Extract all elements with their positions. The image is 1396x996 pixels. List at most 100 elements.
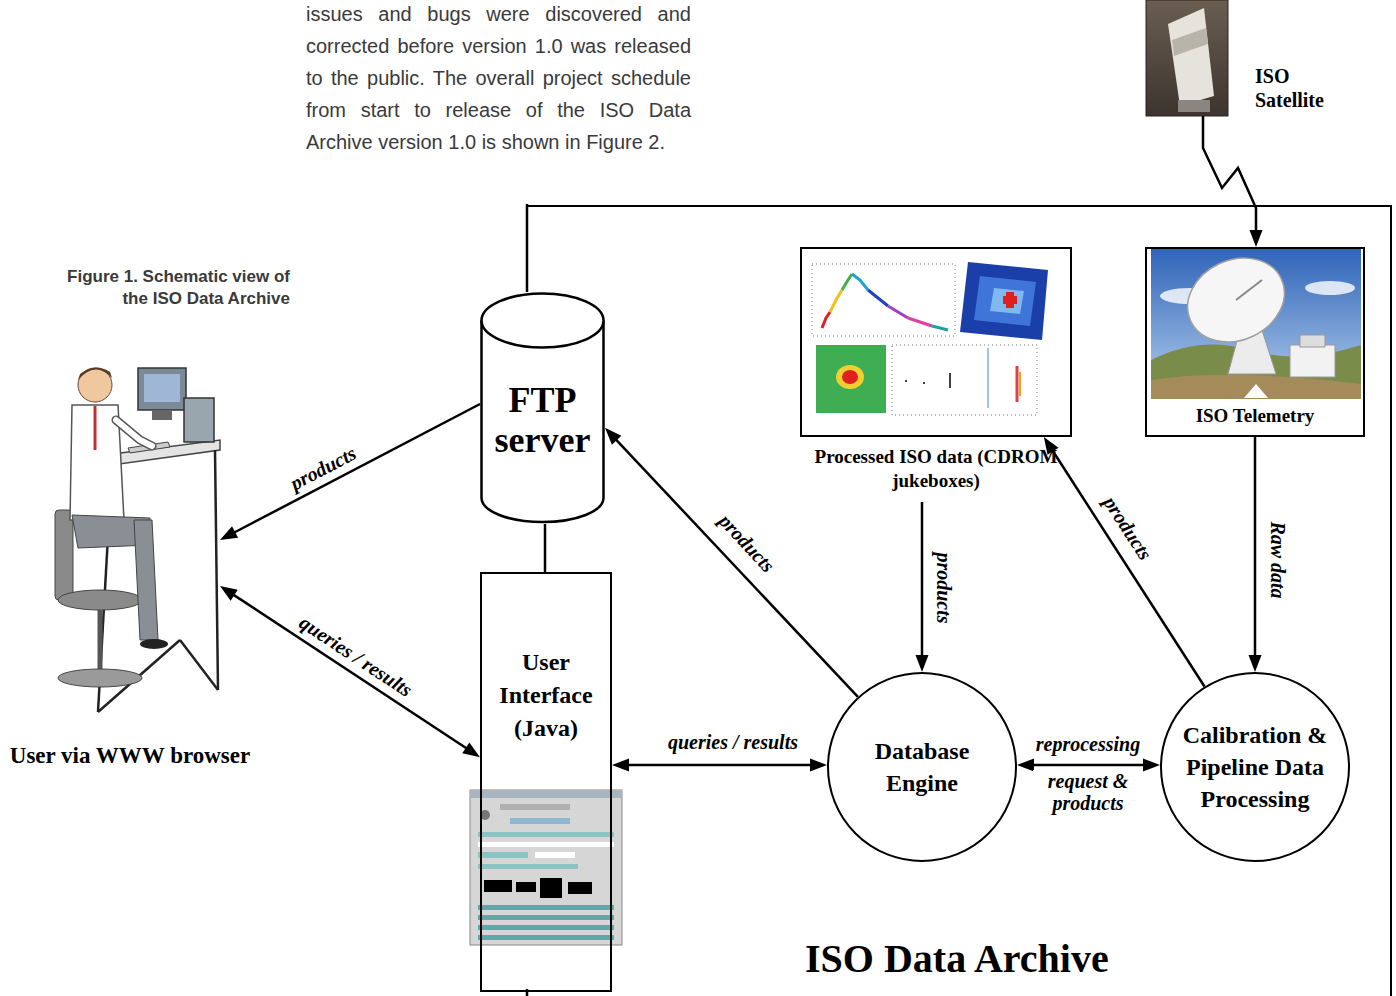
edge-label: products bbox=[283, 439, 362, 496]
connector bbox=[612, 759, 827, 772]
processed-data-plots-part bbox=[868, 290, 888, 306]
arrow-head bbox=[612, 759, 629, 772]
telemetry-photo bbox=[1151, 243, 1361, 399]
processed-data-plots-part bbox=[987, 348, 989, 408]
user-at-computer-part bbox=[58, 590, 142, 610]
interface-screenshot-part bbox=[478, 915, 614, 920]
user-at-computer-part bbox=[116, 420, 152, 446]
user-at-computer-part bbox=[78, 367, 112, 380]
edge-label: products bbox=[932, 549, 956, 626]
figure-caption: Figure 1. Schematic view of the ISO Data… bbox=[40, 266, 290, 310]
node-text: User via WWW browser bbox=[10, 742, 250, 770]
user-at-computer-part bbox=[134, 520, 158, 640]
edge-label: products bbox=[712, 507, 782, 580]
connector-line bbox=[232, 404, 480, 534]
processed-data-plots-part bbox=[932, 326, 948, 330]
user-at-computer-part bbox=[116, 420, 152, 446]
interface-screenshot-part bbox=[478, 925, 614, 930]
interface-screenshot-part bbox=[540, 878, 562, 898]
processed-data-plots-part bbox=[923, 382, 925, 384]
processed-data-plots-part bbox=[1019, 372, 1021, 396]
arrow-head bbox=[810, 759, 827, 772]
arrow-head bbox=[220, 586, 238, 601]
processed-data-plots-part bbox=[960, 262, 1048, 340]
connector bbox=[1249, 437, 1262, 672]
interface-screenshot-part bbox=[568, 882, 592, 894]
processed-data-plots-part bbox=[1006, 292, 1014, 308]
edge-label: queries / results bbox=[665, 730, 801, 754]
interface-screenshot-part bbox=[478, 905, 614, 910]
edge-label: queries / results bbox=[293, 609, 420, 704]
connector-line bbox=[921, 502, 924, 658]
connector bbox=[605, 428, 858, 697]
connector bbox=[1044, 437, 1205, 687]
interface-screenshot-part bbox=[478, 842, 614, 847]
interface-screenshot-part bbox=[478, 864, 578, 869]
user-at-computer-part bbox=[98, 610, 103, 670]
node-text: ISO Data Archive bbox=[805, 935, 1109, 983]
database-engine-circle: Database Engine bbox=[827, 672, 1017, 862]
user-at-computer-part bbox=[58, 669, 142, 687]
connector-line bbox=[1051, 449, 1204, 687]
box-outline bbox=[800, 247, 1072, 437]
processed-data-box: Processed ISO data (CDROM jukeboxes) bbox=[800, 247, 1072, 502]
edge-label: reprocessing bbox=[1033, 732, 1143, 756]
satellite-photo bbox=[1146, 0, 1228, 116]
processed-data-plots-part bbox=[822, 312, 830, 328]
interface-screenshot-part bbox=[478, 832, 614, 837]
connector-line bbox=[1254, 437, 1257, 658]
connector-line bbox=[615, 438, 858, 697]
interface-screenshot-part bbox=[484, 880, 512, 892]
node-text: ISO Telemetry bbox=[1147, 404, 1363, 428]
processed-data-plots-part bbox=[842, 274, 852, 290]
processed-data-plots-part bbox=[812, 264, 955, 336]
connector-line bbox=[626, 764, 813, 767]
satellite-photo-part bbox=[1178, 100, 1210, 112]
telemetry-photo-part bbox=[1305, 281, 1355, 295]
telemetry-photo-part bbox=[1151, 375, 1361, 399]
satellite-photo-part bbox=[1172, 28, 1208, 56]
user-at-computer-part bbox=[184, 398, 214, 442]
user-interface-box: User Interface (Java) bbox=[480, 572, 612, 992]
connector bbox=[1203, 116, 1263, 247]
user-node: User via WWW browser bbox=[40, 340, 220, 725]
telemetry-photo-part bbox=[1236, 280, 1262, 300]
interface-screenshot-part bbox=[478, 852, 528, 858]
telemetry-photo-part bbox=[1244, 384, 1268, 398]
processed-data-plots-part bbox=[908, 318, 932, 326]
arrow-head bbox=[605, 428, 621, 445]
interface-screenshot-part bbox=[516, 882, 536, 892]
interface-screenshot-part bbox=[510, 818, 570, 824]
user-at-computer-part bbox=[144, 374, 180, 402]
body-paragraph: issues and bugs were discovered and corr… bbox=[306, 0, 691, 158]
user-at-computer bbox=[55, 367, 220, 712]
arrow-head bbox=[916, 655, 929, 672]
node-text: User Interface (Java) bbox=[484, 574, 608, 745]
user-at-computer-part bbox=[180, 640, 218, 690]
connector-line bbox=[1031, 764, 1146, 767]
connector-line bbox=[544, 524, 547, 572]
archive-region: ISO Data ArchiveFTP serverProcessed ISO … bbox=[527, 205, 1392, 996]
processed-data-plots bbox=[812, 262, 1048, 415]
user-at-computer-part bbox=[152, 410, 172, 420]
edge-label: products bbox=[1097, 489, 1159, 567]
connector-line bbox=[232, 594, 469, 750]
telemetry-box: ISO Telemetry bbox=[1145, 247, 1365, 437]
arrow-head bbox=[1249, 655, 1262, 672]
node-text: Processed ISO data (CDROM jukeboxes) bbox=[800, 445, 1072, 493]
connector bbox=[220, 586, 480, 757]
processed-data-plots-part bbox=[816, 345, 886, 413]
telemetry-photo-part bbox=[1300, 335, 1325, 347]
connector bbox=[916, 502, 929, 672]
processed-data-plots-part bbox=[1016, 366, 1019, 402]
processed-data-plots-part bbox=[974, 276, 1036, 326]
interface-screenshot-part bbox=[535, 852, 575, 858]
ftp-server-cylinder: FTP server bbox=[480, 292, 605, 524]
satellite-photo-part bbox=[1168, 8, 1214, 106]
connector bbox=[220, 404, 480, 540]
connector bbox=[545, 524, 546, 572]
interface-screenshot-part bbox=[500, 804, 570, 810]
